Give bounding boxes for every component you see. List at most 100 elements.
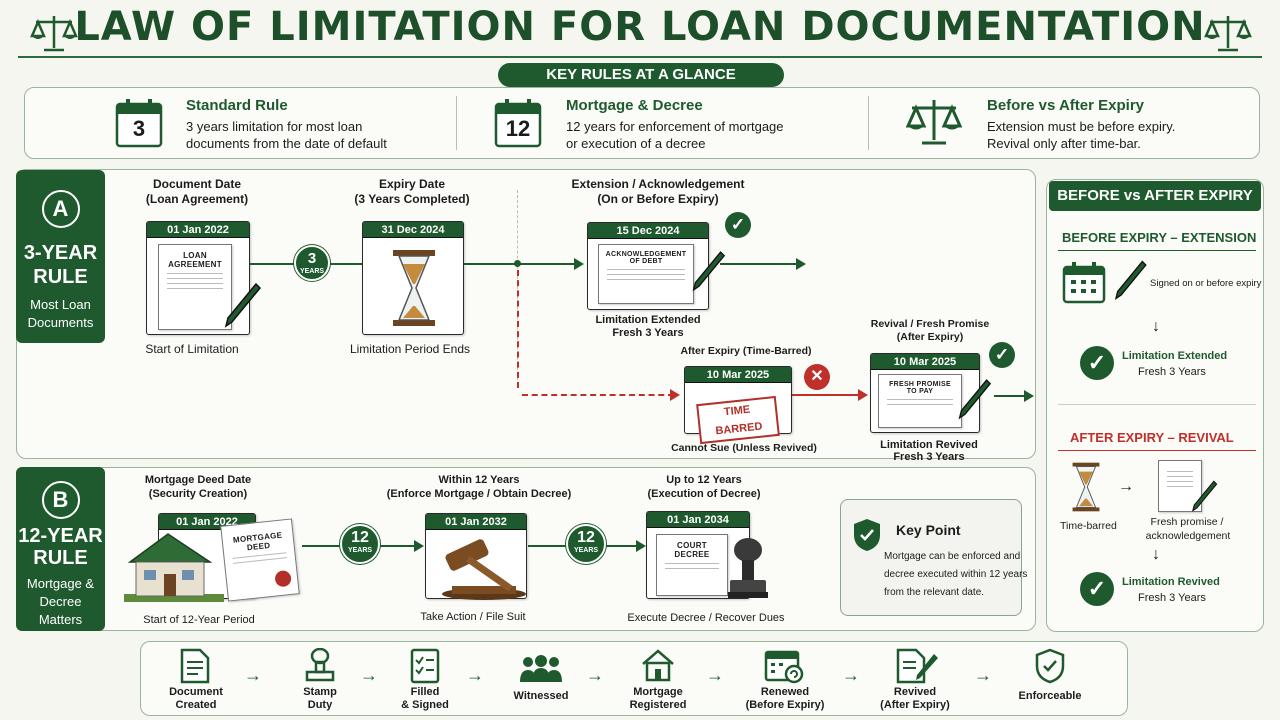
flow-label: Duty (307, 699, 333, 711)
paper-title: LOAN (183, 251, 207, 260)
rule-text: or execution of a decree (566, 136, 706, 151)
expiry-foot: Limitation Period Ends (349, 342, 471, 356)
flow-label: (After Expiry) (880, 699, 950, 711)
flow-arrow: → (586, 665, 604, 685)
card-date: 10 Mar 2025 (685, 367, 791, 383)
flow-arrow-head (1024, 390, 1034, 402)
flow-arrow: → (466, 665, 484, 685)
rv-foot: Limitation Revived (880, 439, 978, 451)
badge-number: 3 (307, 250, 317, 267)
calendar-refresh-icon (764, 648, 804, 684)
flow-label: Witnessed (513, 690, 569, 702)
side-divider (1058, 404, 1256, 405)
md-head: (Security Creation) (148, 488, 248, 500)
document-pen-icon (894, 648, 940, 684)
shield-icon (852, 517, 882, 553)
page-title: LAW OF LIMITATION FOR LOAN DOCUMENTATION (74, 4, 1206, 50)
within-foot: Take Action / File Suit (420, 611, 526, 623)
flow-label: Created (175, 699, 217, 711)
ext-foot: Fresh 3 Years (612, 327, 684, 339)
section-title: RULE (33, 547, 88, 569)
before-result: Limitation Extended (1122, 350, 1228, 362)
calendar-3-icon: 3 (115, 98, 163, 148)
paper-title: AGREEMENT (168, 260, 222, 269)
expiry-head: Expiry Date (378, 177, 446, 191)
flow-line (994, 395, 1024, 397)
section-sub: Documents (27, 315, 94, 330)
pen-icon (222, 280, 262, 330)
down-arrow: ↓ (1152, 546, 1160, 563)
after-left-label: Time-barred (1060, 520, 1117, 532)
cross-icon: ✕ (804, 364, 830, 390)
card-date: 01 Jan 2022 (147, 222, 249, 238)
section-title: RULE (33, 266, 88, 288)
title-divider (18, 56, 1262, 58)
flow-label: Stamp (303, 686, 337, 698)
card-date: 10 Mar 2025 (871, 354, 979, 370)
badge-unit: YEARS (573, 547, 599, 554)
head-underline (1058, 450, 1256, 451)
ext-head: (On or Before Expiry) (597, 192, 719, 206)
key-point-title: Key Point (896, 522, 961, 538)
time-barred-stamp: TIME BARRED (696, 395, 780, 445)
right-arrow: → (1118, 478, 1134, 495)
rule-text: 3 years limitation for most loan (186, 119, 363, 134)
twelve-years-badge: 12 YEARS (340, 524, 380, 564)
flow-arrow-head (796, 258, 806, 270)
scales-icon-right (1204, 12, 1252, 54)
rule-heading: Standard Rule (186, 97, 288, 114)
red-flow-line (792, 394, 862, 396)
rule-text: 12 years for enforcement of mortgage (566, 119, 784, 134)
scales-icon-left (30, 12, 78, 54)
flow-label: (Before Expiry) (745, 699, 825, 711)
after-head: AFTER EXPIRY – REVIVAL (1070, 430, 1234, 445)
rv-head: (After Expiry) (896, 331, 964, 343)
red-dashed-path (522, 394, 674, 396)
flow-arrow-head (636, 540, 646, 552)
side-panel-title: BEFORE vs AFTER EXPIRY (1049, 181, 1261, 211)
before-result: Fresh 3 Years (1138, 366, 1206, 378)
divider (868, 96, 869, 150)
stamp-icon (726, 536, 770, 600)
card-date: 31 Dec 2024 (363, 222, 463, 238)
down-arrow: ↓ (1152, 318, 1160, 335)
paper-title: ACKNOWLEDGEMENT (605, 251, 687, 258)
flow-label: Enforceable (1018, 690, 1082, 702)
rule-badge: 3 (132, 116, 146, 141)
flow-label: Document (169, 686, 223, 698)
card-date: 15 Dec 2024 (588, 223, 708, 239)
after-result: Fresh 3 Years (1138, 592, 1206, 604)
doc-date-foot: Start of Limitation (145, 342, 239, 356)
paper-title: FRESH PROMISE (889, 381, 951, 388)
after-result: Limitation Revived (1122, 576, 1220, 588)
flow-label: Renewed (760, 686, 810, 698)
flow-label: & Signed (401, 699, 449, 711)
key-point-text: Mortgage can be enforced and (884, 551, 1021, 562)
badge-unit: YEARS (299, 268, 325, 275)
key-rules-pill: KEY RULES AT A GLANCE (498, 63, 784, 87)
flow-label: Mortgage (633, 686, 683, 698)
flow-label: Revived (893, 686, 937, 698)
key-point-text: decree executed within 12 years (884, 569, 1028, 580)
check-icon: ✓ (1080, 346, 1114, 380)
side-panel (1046, 179, 1264, 632)
check-icon: ✓ (725, 212, 751, 238)
house-icon (124, 528, 224, 602)
checklist-icon (408, 648, 442, 684)
three-years-badge: 3 YEARS (294, 245, 330, 281)
hourglass-icon (1070, 461, 1102, 513)
section-title: 12-YEAR (18, 525, 103, 547)
upto-head: Up to 12 Years (666, 474, 742, 486)
section-title: 3-YEAR (23, 242, 98, 264)
check-icon: ✓ (989, 342, 1015, 368)
tb-foot: Cannot Sue (Unless Revived) (671, 442, 817, 454)
rv-foot: Fresh 3 Years (893, 451, 965, 463)
loan-agreement-paper: LOAN AGREEMENT (158, 244, 232, 330)
head-underline (1058, 250, 1256, 251)
fresh-promise-paper: FRESH PROMISE TO PAY (878, 374, 962, 428)
acknowledgement-paper: ACKNOWLEDGEMENT OF DEBT (598, 244, 694, 304)
md-head: Mortgage Deed Date (144, 474, 252, 486)
badge-number: 12 (351, 529, 369, 546)
before-note: Signed on or before expiry (1150, 278, 1262, 289)
check-icon: ✓ (1080, 572, 1114, 606)
